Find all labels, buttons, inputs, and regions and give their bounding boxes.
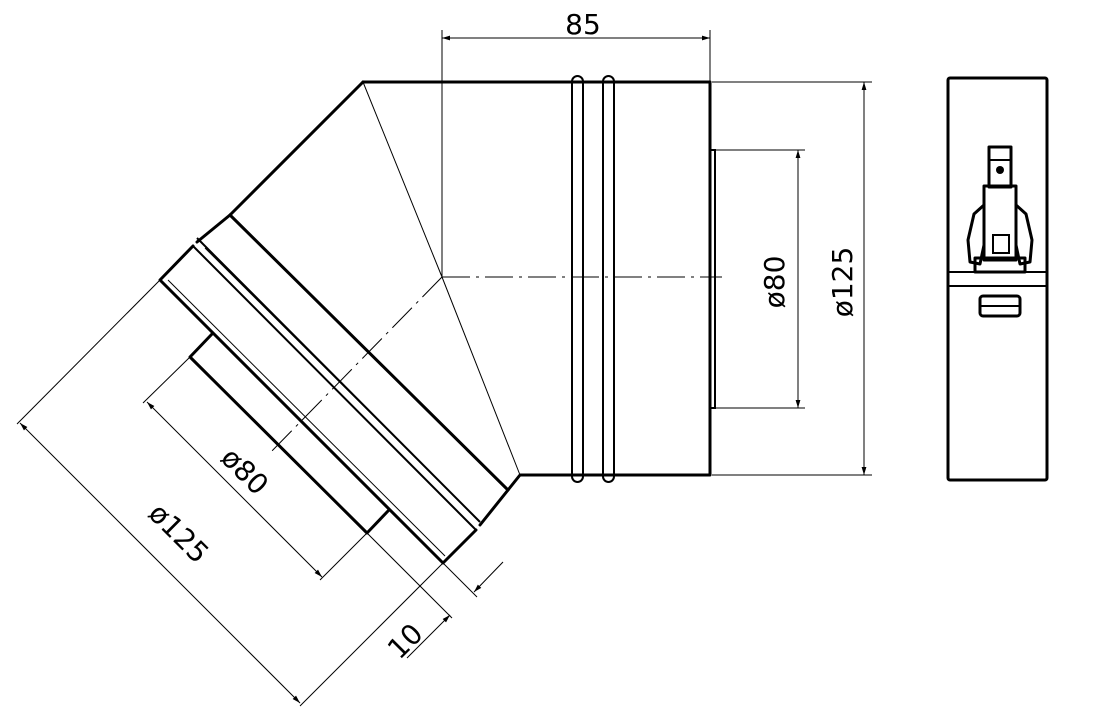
center-lines [267, 276, 722, 456]
dimension-right-diameters: ø80 ø125 [712, 81, 872, 476]
side-view [946, 76, 1049, 482]
dimension-angled-diameters: ø80 ø125 [16, 279, 444, 707]
dimension-label-10: 10 [381, 617, 430, 666]
bead-rings [571, 75, 615, 483]
dimension-label-85: 85 [565, 8, 601, 41]
dimension-85: 85 [441, 8, 711, 277]
dimension-label-inner-diameter-right: ø80 [758, 256, 791, 309]
clip-fastener-icon [966, 145, 1034, 318]
dimension-label-outer-diameter-right: ø125 [826, 247, 859, 318]
dimension-label-inner-diameter-angled: ø80 [214, 441, 275, 502]
angled-socket [158, 213, 510, 565]
dimension-label-outer-diameter-angled: ø125 [142, 497, 215, 570]
